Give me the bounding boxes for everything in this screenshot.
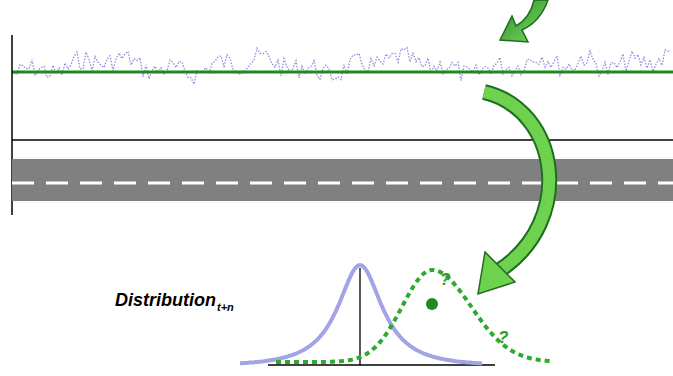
lane-marking <box>12 182 673 185</box>
subscript: t+n <box>217 301 234 313</box>
curved-arrow-outline <box>484 92 549 270</box>
road <box>12 159 673 201</box>
road-edge <box>12 139 673 141</box>
future-distribution <box>276 270 552 362</box>
current-distribution <box>240 265 482 363</box>
x-axis <box>268 364 495 365</box>
noisy-signal <box>14 48 671 84</box>
curved-arrow <box>484 92 549 270</box>
mean-line <box>12 71 673 74</box>
curved-arrow <box>500 0 548 42</box>
arrow-head <box>478 252 515 294</box>
y-axis <box>359 268 360 365</box>
question-mark: ? <box>498 328 508 348</box>
question-mark: ? <box>440 270 450 290</box>
estimate-dot <box>426 298 438 310</box>
distribution-label: Distribution <box>115 290 216 311</box>
